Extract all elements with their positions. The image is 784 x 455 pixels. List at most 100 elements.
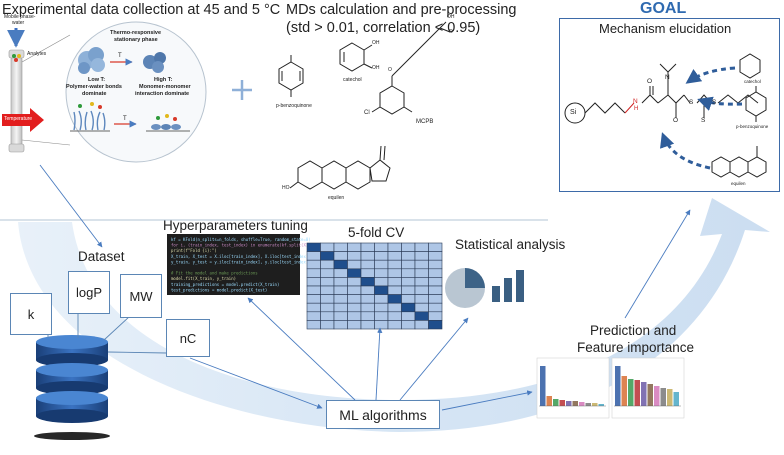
- cv-train-cell: [320, 277, 335, 287]
- equilen-label: equilen: [328, 195, 345, 201]
- cv-train-cell: [306, 277, 321, 287]
- feature-bar: [566, 401, 572, 406]
- high-t-label: High T:: [154, 77, 173, 83]
- cv-train-cell: [387, 277, 402, 287]
- cv-train-cell: [333, 268, 348, 278]
- experimental-title: Experimental data collection at 45 and 5…: [2, 2, 281, 18]
- cv-train-cell: [306, 320, 321, 330]
- water-label: water: [12, 20, 25, 26]
- cv-train-cell: [306, 285, 321, 295]
- feature-bar: [628, 379, 634, 406]
- molecule-structures: [278, 21, 451, 190]
- polymer-brush-high: [146, 114, 190, 132]
- stationary-line2: stationary phase: [114, 37, 158, 43]
- cv-train-cell: [320, 311, 335, 321]
- cv-train-cell: [306, 311, 321, 321]
- pie-chart-icon: [445, 268, 485, 308]
- cv-train-cell: [401, 268, 416, 278]
- cv-train-cell: [320, 242, 335, 252]
- cl-label: Cl: [364, 110, 370, 116]
- cv-train-cell: [374, 294, 389, 304]
- cv-train-cell: [347, 277, 362, 287]
- feature-bar: [673, 392, 679, 406]
- code-line: X_train, X_test = X.iloc[train_index], X…: [171, 254, 308, 259]
- cv-train-cell: [360, 242, 375, 252]
- cv-train-cell: [387, 285, 402, 295]
- cv-train-cell: [360, 285, 375, 295]
- feature-bar: [654, 386, 660, 406]
- goal-structure: [564, 53, 767, 178]
- cv-train-cell: [320, 259, 335, 270]
- s-label-2: S: [712, 99, 717, 106]
- mobile-phase-label: Mobile phase-: [4, 14, 36, 20]
- cv-train-cell: [347, 320, 362, 330]
- t-symbol-bottom: T: [123, 116, 127, 122]
- low-line2: dominate: [82, 91, 107, 97]
- cv-train-cell: [360, 294, 375, 304]
- md-title-line2: (std > 0.01, correlation < 0.95): [286, 20, 481, 36]
- code-line: # Fit the model and make predictions: [171, 271, 258, 276]
- t-symbol-top: T: [118, 53, 122, 59]
- cv-test-fold-cell: [374, 285, 389, 295]
- cv-train-cell: [333, 320, 348, 330]
- code-line: test_predictions = model.predict(X_test): [171, 287, 267, 292]
- o-label-mcpb: O: [449, 29, 453, 35]
- high-line2: interaction dominate: [135, 91, 190, 97]
- cv-train-cell: [374, 259, 389, 270]
- cv-train-cell: [401, 251, 416, 261]
- cv-train-cell: [387, 242, 402, 252]
- cv-train-cell: [320, 320, 335, 330]
- cv-train-cell: [428, 242, 443, 252]
- code-lines: kf = KFold(n_splits=n_folds, shuffle=Tru…: [171, 237, 313, 292]
- low-t-label: Low T:: [88, 77, 106, 83]
- si-label: Si: [570, 109, 577, 116]
- goal-box: [559, 18, 780, 192]
- feature-bar: [540, 366, 546, 406]
- cv-train-cell: [333, 277, 348, 287]
- cv-train-cell: [360, 320, 375, 330]
- descriptor-logP: logP: [68, 271, 110, 314]
- cv-train-cell: [306, 302, 321, 313]
- cv-train-cell: [360, 268, 375, 278]
- goal-equilen-label: equilen: [731, 181, 746, 186]
- s-label-1: S: [689, 99, 694, 106]
- flow-arrows: [39, 164, 691, 411]
- goal-benzoquinone-label: p-benzoquinone: [736, 124, 769, 129]
- interaction-arrows: [660, 66, 743, 170]
- polymer-brush-low: [73, 110, 106, 131]
- cv-train-cell: [428, 268, 443, 278]
- n-label-top: N: [665, 74, 670, 81]
- cv-test-fold-cell: [333, 259, 348, 270]
- descriptor-k: k: [10, 293, 52, 335]
- cv-train-cell: [428, 302, 443, 313]
- cv-train-cell: [428, 285, 443, 295]
- cv-test-fold-cell: [306, 242, 321, 252]
- feature-bar: [572, 401, 578, 406]
- mcpb-label: MCPB: [416, 119, 434, 125]
- cv-train-cell: [401, 259, 416, 270]
- cv-train-cell: [414, 277, 429, 287]
- cv-test-fold-cell: [320, 251, 335, 261]
- goal-subtitle: Mechanism elucidation: [599, 21, 732, 36]
- ho-label: HO: [282, 185, 290, 191]
- cv-test-fold-cell: [360, 277, 375, 287]
- equilen-structure: [289, 145, 391, 190]
- feature-bar: [553, 399, 559, 406]
- descriptor-nC: nC: [166, 319, 210, 357]
- cv-train-cell: [347, 259, 362, 270]
- dataset-label: Dataset: [78, 249, 125, 264]
- cv-train-cell: [414, 320, 429, 330]
- cv-train-cell: [320, 294, 335, 304]
- high-line1: Monomer-monomer: [139, 84, 191, 90]
- cv-train-cell: [414, 294, 429, 304]
- cv-train-cell: [374, 320, 389, 330]
- cv-train-cell: [387, 302, 402, 313]
- md-title-line1: MDs calculation and pre-processing: [286, 2, 517, 18]
- low-line1: Polymer-water bonds: [66, 84, 122, 90]
- cv-grid: [306, 242, 443, 330]
- cv-train-cell: [387, 320, 402, 330]
- cv-train-cell: [333, 242, 348, 252]
- bar-chart-icon: [492, 270, 524, 302]
